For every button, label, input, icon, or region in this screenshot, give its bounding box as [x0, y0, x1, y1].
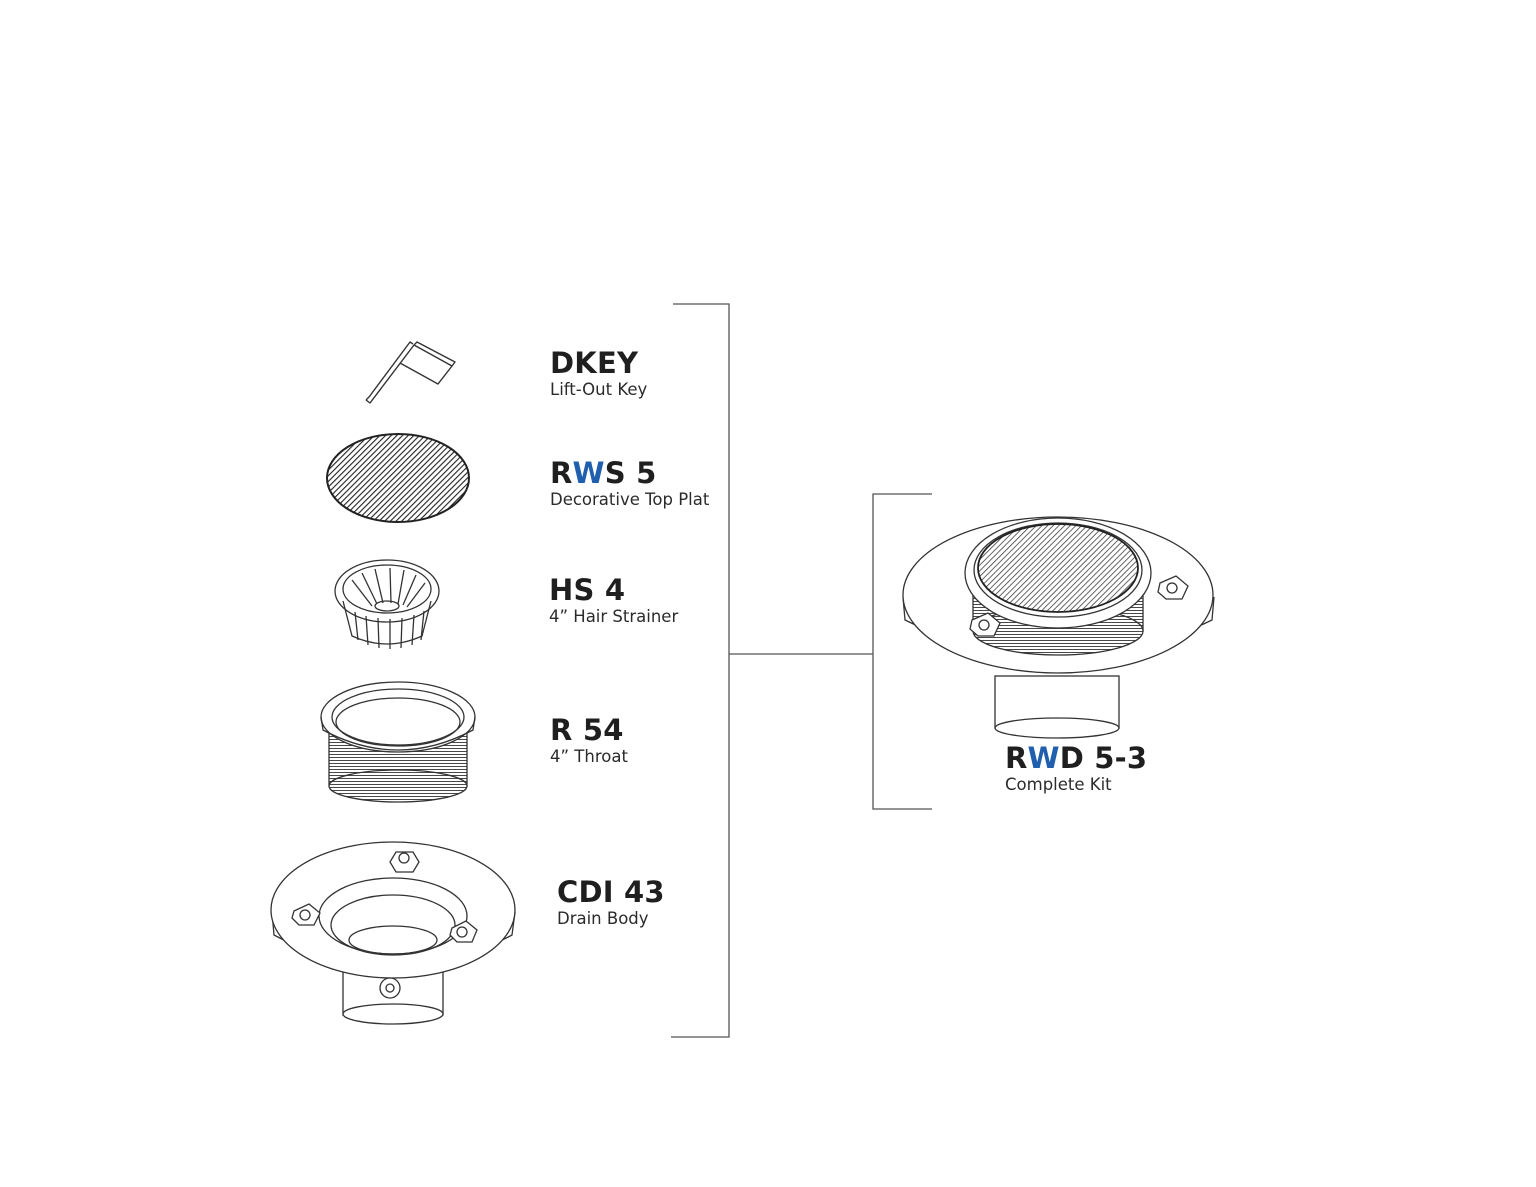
kit-label: RWD 5-3 Complete Kit: [1005, 744, 1147, 794]
part-code: DKEY: [550, 346, 639, 380]
part-code: R 54: [550, 713, 624, 747]
code-accent-letter: W: [1027, 741, 1060, 775]
kit-bracket: [872, 493, 932, 810]
hair-strainer-icon: [334, 559, 440, 649]
part-description: Lift-Out Key: [550, 380, 648, 399]
kit-description: Complete Kit: [1005, 775, 1112, 794]
part-description: 4” Throat: [550, 747, 628, 766]
part-code: CDI 43: [557, 875, 665, 909]
part-description: Drain Body: [557, 909, 649, 928]
part-label-rws5: RWS 5 Decorative Top Plat: [550, 459, 709, 509]
top-plate-icon: [326, 433, 470, 523]
part-description: Decorative Top Plat: [550, 490, 710, 509]
throat-icon: [320, 681, 476, 803]
drain-body-icon: [270, 841, 516, 1025]
part-label-dkey: DKEY Lift-Out Key: [550, 349, 647, 399]
complete-kit-icon: [902, 516, 1215, 739]
part-label-cdi43: CDI 43 Drain Body: [557, 878, 665, 928]
lift-key-icon: [365, 341, 456, 404]
part-description: 4” Hair Strainer: [549, 607, 679, 626]
part-code: RWS 5: [550, 456, 657, 490]
part-label-hs4: HS 4 4” Hair Strainer: [549, 576, 678, 626]
kit-code: RWD 5-3: [1005, 741, 1148, 775]
code-accent-letter: W: [572, 456, 605, 490]
part-label-r54: R 54 4” Throat: [550, 716, 628, 766]
parts-bracket: [671, 303, 873, 1038]
part-code: HS 4: [549, 573, 626, 607]
